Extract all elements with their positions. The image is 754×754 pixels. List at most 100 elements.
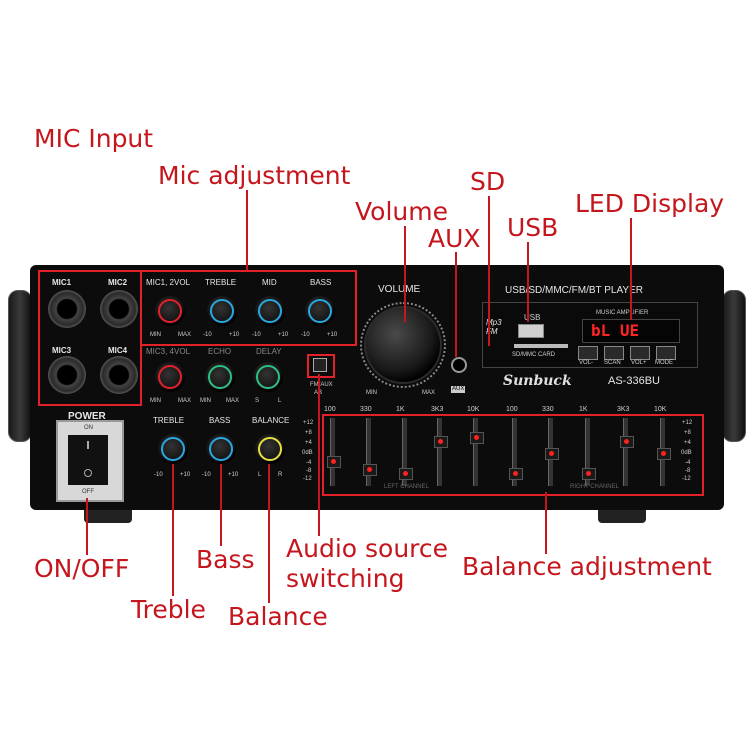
lead-mic-adjustment	[246, 190, 248, 270]
mode-button[interactable]	[656, 346, 676, 360]
mic-bass-knob[interactable]	[305, 296, 335, 326]
callout-mic-input: MIC Input	[34, 124, 154, 153]
eq-slider-cap[interactable]	[657, 448, 671, 460]
mic-bass-min: -10	[301, 332, 310, 338]
eq-slider-cap[interactable]	[434, 436, 448, 448]
tone-balance-label: BALANCE	[252, 416, 290, 425]
mic12-vol-label: MIC1, 2VOL	[146, 278, 191, 287]
callout-bass: Bass	[196, 545, 255, 574]
echo-knob[interactable]	[205, 362, 235, 392]
aux-label: AUX	[451, 386, 466, 393]
mic1-jack[interactable]	[48, 290, 86, 328]
lead-volume	[404, 226, 406, 322]
eq-slider[interactable]	[399, 418, 413, 486]
vol-plus-label: VOL+	[631, 360, 647, 366]
eq-freq-label: 3K3	[617, 406, 630, 413]
volume-knob[interactable]	[364, 306, 442, 384]
mic-mid-knob[interactable]	[255, 296, 285, 326]
mic-mid-label: MID	[262, 278, 277, 287]
eq-slider-led	[367, 467, 372, 472]
tone-balance-knob[interactable]	[255, 434, 285, 464]
sd-card-slot[interactable]	[514, 344, 568, 348]
eq-freq-label: 100	[506, 406, 518, 413]
mic-treble-knob[interactable]	[207, 296, 237, 326]
eq-slider[interactable]	[582, 418, 596, 486]
scan-button[interactable]	[604, 346, 624, 360]
eq-slider[interactable]	[327, 418, 341, 486]
mic3-jack[interactable]	[48, 356, 86, 394]
eq-slider-cap[interactable]	[327, 456, 341, 468]
eq-slider-cap[interactable]	[582, 468, 596, 480]
mic3-label: MIC3	[52, 346, 72, 355]
lead-led-display	[630, 218, 632, 320]
model-number: AS-336BU	[608, 375, 660, 387]
eq-slider-cap[interactable]	[509, 468, 523, 480]
mic34-vol-knob[interactable]	[155, 362, 185, 392]
eq-slider[interactable]	[509, 418, 523, 486]
eq-slider-led	[513, 471, 518, 476]
eq-slider-cap[interactable]	[399, 468, 413, 480]
power-rocker-i-mark	[87, 441, 89, 449]
power-switch[interactable]: ON OFF	[56, 420, 124, 502]
eq-slider-led	[549, 451, 554, 456]
lead-balance-adjustment	[545, 492, 547, 554]
mic4-label: MIC4	[108, 346, 128, 355]
eq-slider-led	[661, 451, 666, 456]
eq-freq-label: 1K	[396, 406, 405, 413]
eq-slider[interactable]	[470, 418, 484, 486]
eq-scale-right-5: -4	[685, 460, 691, 466]
aux-jack[interactable]	[451, 357, 467, 373]
eq-slider-cap[interactable]	[545, 448, 559, 460]
eq-slider[interactable]	[620, 418, 634, 486]
mic2-jack[interactable]	[100, 290, 138, 328]
eq-slider[interactable]	[434, 418, 448, 486]
mode-label: MODE	[655, 360, 673, 366]
power-rocker[interactable]	[68, 435, 108, 485]
mic-treble-label: TREBLE	[205, 278, 237, 287]
volume-label: VOLUME	[378, 284, 421, 295]
vol-plus-button[interactable]	[630, 346, 650, 360]
eq-slider-cap[interactable]	[363, 464, 377, 476]
scan-label: SCAN	[604, 360, 621, 366]
lead-aux	[455, 252, 457, 357]
tone-bass-knob[interactable]	[206, 434, 236, 464]
callout-usb: USB	[507, 213, 559, 242]
eq-scale-right-6: -8	[685, 468, 691, 474]
volume-min: MIN	[366, 390, 377, 396]
usb-label: USB	[524, 313, 541, 322]
lead-on-off	[86, 498, 88, 555]
eq-scale-right-0db: 0dB	[681, 450, 692, 456]
eq-scale-left-3: +4	[305, 440, 312, 446]
usb-port[interactable]	[518, 324, 544, 338]
callout-on-off: ON/OFF	[34, 554, 130, 583]
mic4-jack[interactable]	[100, 356, 138, 394]
tone-treble-knob[interactable]	[158, 434, 188, 464]
mic12-max: MAX	[178, 332, 192, 338]
lead-bass	[220, 464, 222, 546]
player-title: USB/SD/MMC/FM/BT PLAYER	[505, 285, 643, 296]
eq-slider[interactable]	[363, 418, 377, 486]
eq-slider-led	[403, 471, 408, 476]
mic-bass-label: BASS	[310, 278, 332, 287]
brand-logo: Sunbuck	[503, 373, 572, 389]
lead-usb	[527, 242, 529, 322]
mic34-min: MIN	[150, 398, 161, 404]
delay-knob[interactable]	[253, 362, 283, 392]
audio-source-switch[interactable]	[313, 358, 327, 372]
tone-treble-min: -10	[154, 472, 163, 478]
tone-bass-min: -10	[202, 472, 211, 478]
eq-slider[interactable]	[545, 418, 559, 486]
vol-minus-button[interactable]	[578, 346, 598, 360]
eq-scale-left-2: +8	[305, 430, 312, 436]
eq-slider[interactable]	[657, 418, 671, 486]
eq-slider-cap[interactable]	[620, 436, 634, 448]
callout-balance: Balance	[228, 602, 328, 631]
led-display: bL UE	[582, 319, 680, 343]
eq-slider-cap[interactable]	[470, 432, 484, 444]
eq-freq-label: 330	[542, 406, 554, 413]
eq-freq-label: 1K	[579, 406, 588, 413]
mic-mid-max: +10	[278, 332, 289, 338]
tone-treble-label: TREBLE	[153, 416, 185, 425]
mic12-vol-knob[interactable]	[155, 296, 185, 326]
right-handle	[722, 290, 746, 442]
